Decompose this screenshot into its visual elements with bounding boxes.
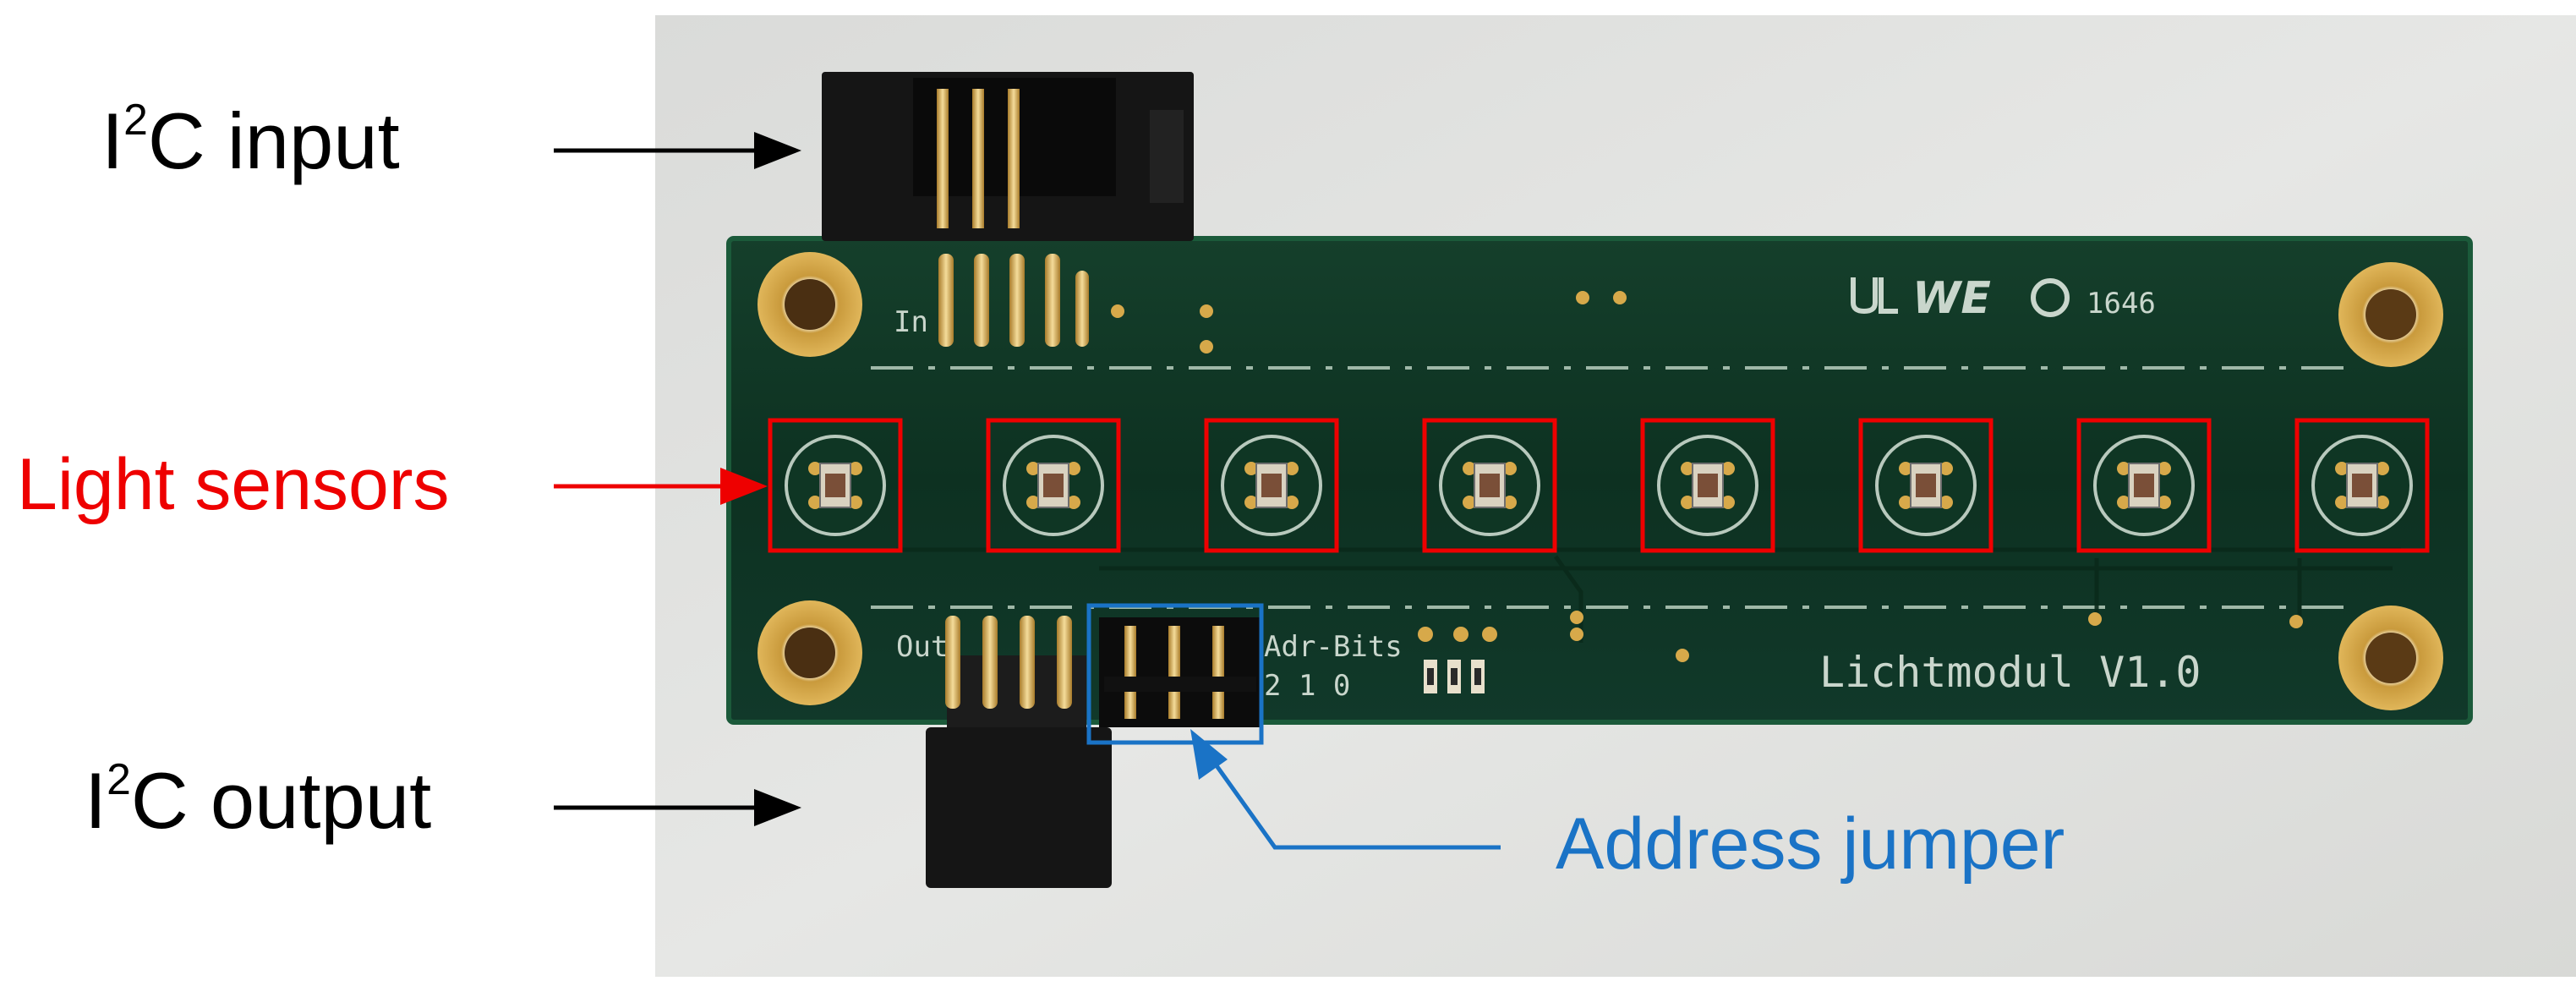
sensor-highlight-box [768, 418, 903, 553]
sensor-highlight-box [1858, 418, 1994, 553]
i2c-output-connector [926, 616, 1112, 888]
arrow-output-icon [554, 789, 801, 826]
pcb-board [726, 236, 2473, 725]
light-sensor [768, 418, 903, 553]
i2c-output-label: I2C output [85, 754, 432, 845]
silkscreen-in: In [894, 305, 928, 339]
light-sensor [1204, 418, 1339, 553]
light-sensor [2294, 418, 2430, 553]
sensor-highlight-box [2294, 418, 2430, 553]
silkscreen-out: Out [896, 630, 948, 664]
light-sensors-label: Light sensors [17, 444, 450, 525]
silkscreen-model: Lichtmodul V1.0 [1819, 648, 2201, 697]
mounting-hole-icon [757, 252, 2443, 710]
silkscreen-bit-numbers: 2 1 0 [1264, 669, 1350, 703]
sensor-highlight-box [1204, 418, 1339, 553]
light-sensor [2076, 418, 2212, 553]
silkscreen-logo: WE [1912, 273, 1991, 324]
address-jumper-highlight [1086, 603, 1264, 745]
sensor-highlight-box [986, 418, 1121, 553]
arrow-input-icon [554, 132, 801, 169]
i2c-input-label: I2C input [101, 94, 400, 185]
light-sensor [1858, 418, 1994, 553]
light-sensor [986, 418, 1121, 553]
light-sensor [1640, 418, 1775, 553]
arrow-jumper-icon [1190, 729, 1501, 850]
i2c-input-connector [822, 72, 1194, 347]
arrow-sensors-icon [554, 468, 768, 505]
light-sensors [768, 418, 2430, 553]
sensor-highlight-box [2076, 418, 2212, 553]
light-sensor [1422, 418, 1557, 553]
silkscreen-adr-bits: Adr-Bits [1264, 630, 1403, 664]
certification-mark-icon [1851, 277, 2070, 317]
address-jumper-label: Address jumper [1556, 803, 2065, 885]
silkscreen-code: 1646 [2087, 287, 2156, 321]
sensor-highlight-box [1422, 418, 1557, 553]
sensor-highlight-box [1640, 418, 1775, 553]
address-jumper-header [1099, 617, 1260, 727]
